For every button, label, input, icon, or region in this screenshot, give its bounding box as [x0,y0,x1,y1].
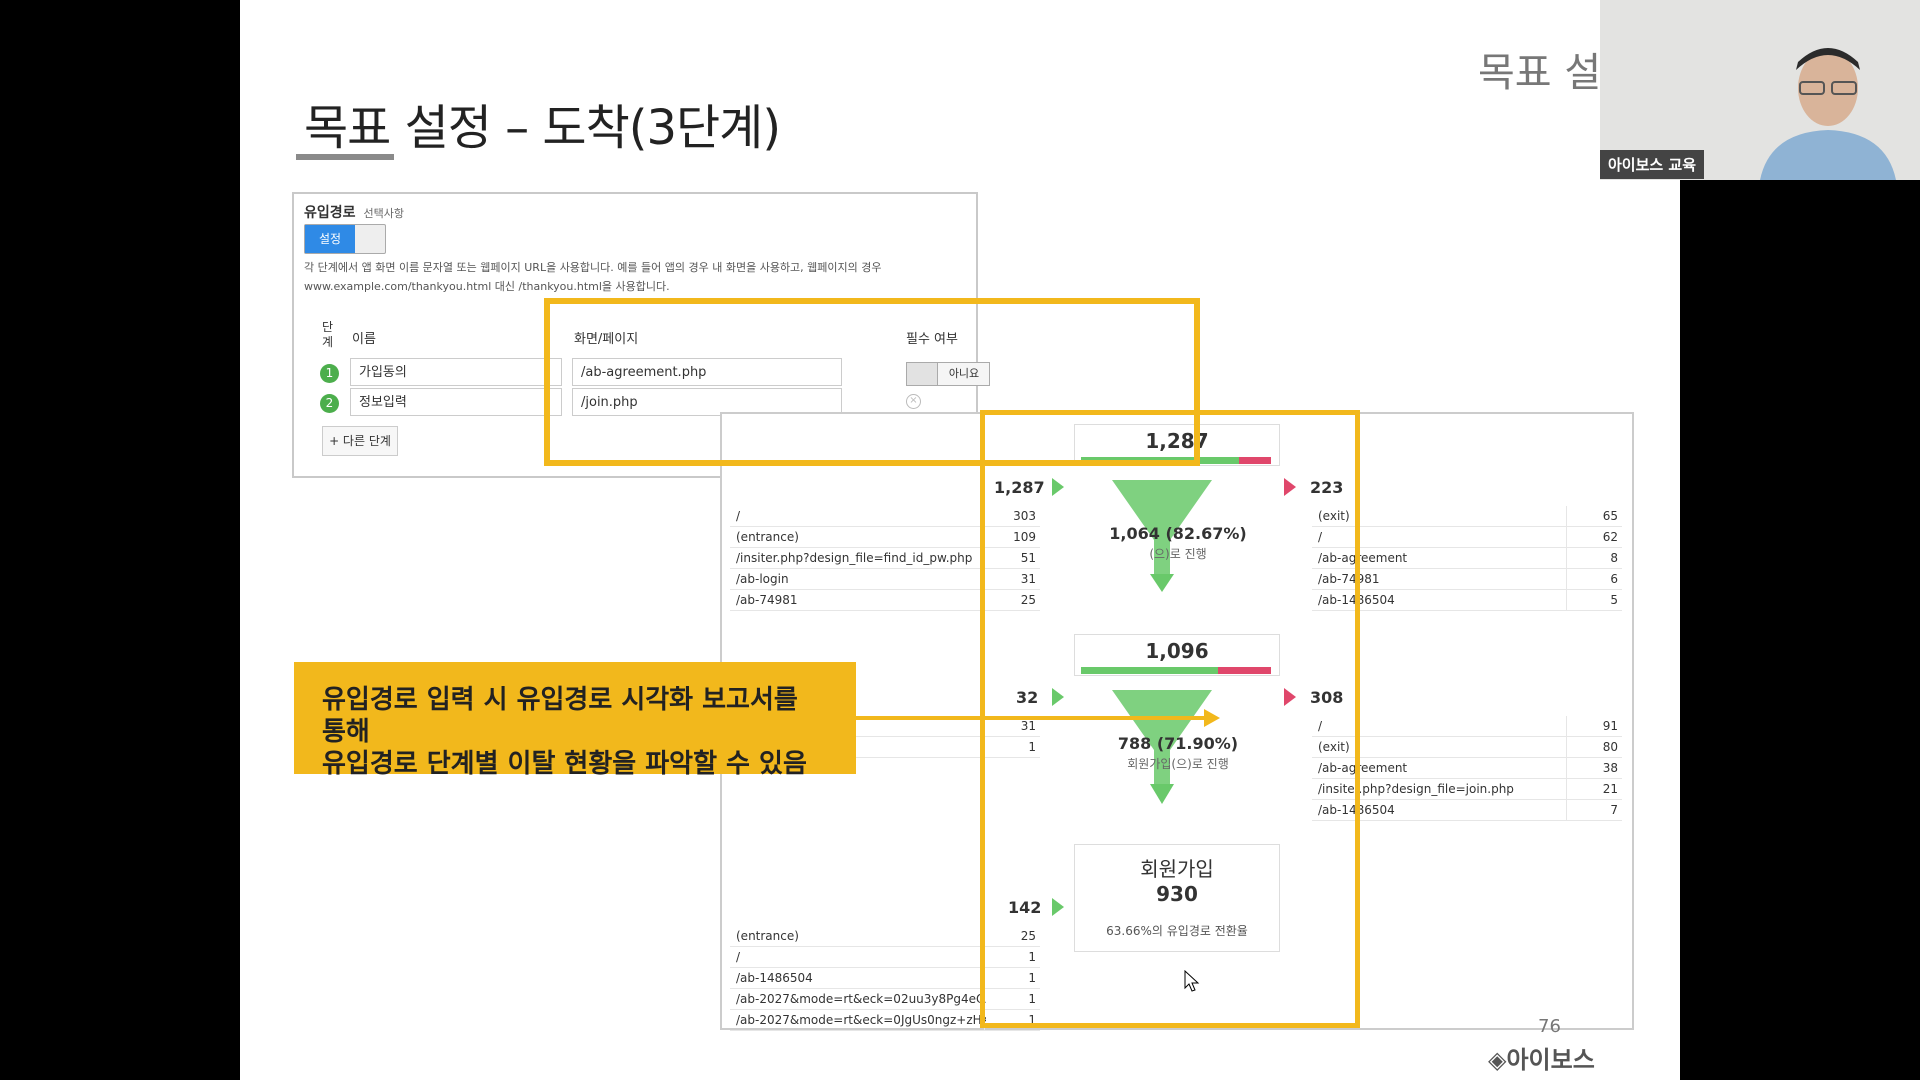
step-1-progress-label: (으)로 진행 [1149,547,1207,561]
col-required-header: 필수 여부 [906,332,958,347]
step-1-exit-arrow-icon [1284,478,1296,496]
step-1-name-input[interactable]: 가입동의 [350,358,562,386]
step-2-progress-label: 회원가입(으)로 진행 [1127,757,1229,771]
step-2-progress: 788 (71.90%) 회원가입(으)로 진행 [1068,734,1288,772]
step-2-entrances: 32 [1016,688,1039,707]
funnel-goal-box: 회원가입 930 63.66%의 유입경로 전환율 [1074,844,1280,952]
goal-title: 회원가입 [1140,857,1214,881]
col-page-header: 화면/페이지 [574,332,639,347]
funnel-form-panel: 유입경로 선택사항 설정 각 단계에서 앱 화면 이름 문자열 또는 웹페이지 U… [292,192,990,478]
step-1-progress: 1,064 (82.67%) (으)로 진행 [1068,524,1288,562]
add-step-button[interactable]: + 다른 단계 [322,426,398,456]
goal-total: 930 [1156,882,1198,906]
step-2-continue-bar [1081,667,1218,674]
col-name-header: 이름 [352,332,376,347]
callout-arrow [856,716,1208,720]
step-2-page-input[interactable]: /join.php [572,388,842,416]
description-line-2: www.example.com/thankyou.html 대신 /thanky… [304,280,670,293]
step-1-entrances: 1,287 [994,478,1045,497]
step-2-entry-arrow-icon [1052,688,1064,706]
table-row: (entrance)109 [730,527,1040,548]
slide-title: 목표 설정 – 도착(3단계) [304,100,781,156]
step-1-page-input[interactable]: /ab-agreement.php [572,358,842,386]
step-number-2: 2 [320,394,339,413]
toggle-on-label: 설정 [305,225,355,253]
remove-step-icon[interactable]: × [906,394,921,409]
webcam-name-label: 아이보스 교육 [1600,150,1705,179]
step-number-1: 1 [320,364,339,383]
page-number: 76 [1538,1016,1561,1037]
step-2-progress-value: 788 (71.90%) [1117,734,1239,753]
table-row: /91 [1312,716,1622,737]
funnel-toggle[interactable]: 설정 [304,224,386,254]
step-1-entrances-table: /303 (entrance)109 /insiter.php?design_f… [730,506,1040,611]
mouse-cursor-icon [1184,970,1200,992]
description-line-1: 각 단계에서 앱 화면 이름 문자열 또는 웹페이지 URL을 사용합니다. 예… [304,261,882,274]
funnel-graphic [1112,480,1212,804]
step-2-total: 1,096 [1145,639,1209,663]
step-2-exits: 308 [1310,688,1344,707]
webcam-overlay: 아이보스 교육 [1600,0,1920,180]
col-step-header: 단계 [322,320,334,349]
goal-entrances: 142 [1008,898,1042,917]
table-row: /62 [1312,527,1622,548]
required-toggle-label: 아니요 [948,367,980,380]
form-heading-label: 유입경로 [304,205,356,221]
required-toggle[interactable]: 아니요 [906,362,990,386]
step-2-name-input[interactable]: 정보입력 [350,388,562,416]
step-2-exit-bar [1218,667,1271,674]
step-1-progress-value: 1,064 (82.67%) [1109,524,1247,543]
funnel-visualization-panel: /303 (entrance)109 /insiter.php?design_f… [720,412,1634,1031]
step-1-entry-arrow-icon [1052,478,1064,496]
title-underline [296,154,394,160]
brand-logo: ◈아이보스 [1488,1040,1595,1075]
step-1-exit-bar [1239,457,1271,464]
form-highlight-box [544,298,1200,466]
presenter-figure [1760,48,1896,180]
logo-mark-icon: ◈ [1488,1046,1507,1074]
goal-entry-arrow-icon [1052,898,1064,916]
callout-line-2: 유입경로 단계별 이탈 현황을 파악할 수 있음 [322,749,807,779]
table-row: (exit)65 [1312,506,1622,527]
required-toggle-knob [907,363,938,385]
logo-text: 아이보스 [1506,1046,1595,1074]
optional-label: 선택사항 [363,207,405,220]
table-row: (exit)80 [1312,737,1622,758]
goal-conversion-rate: 63.66%의 유입경로 전환율 [1106,924,1248,938]
step-2-exit-arrow-icon [1284,688,1296,706]
form-description: 각 단계에서 앱 화면 이름 문자열 또는 웹페이지 URL을 사용합니다. 예… [304,258,964,296]
callout-arrowhead-icon [1204,709,1220,727]
callout-line-1: 유입경로 입력 시 유입경로 시각화 보고서를 통해 [322,685,798,747]
form-heading: 유입경로 선택사항 [304,202,404,222]
step-1-exits: 223 [1310,478,1344,497]
funnel-step-2-box: 1,096 [1074,634,1280,676]
callout-box: 유입경로 입력 시 유입경로 시각화 보고서를 통해 유입경로 단계별 이탈 현… [294,662,856,779]
